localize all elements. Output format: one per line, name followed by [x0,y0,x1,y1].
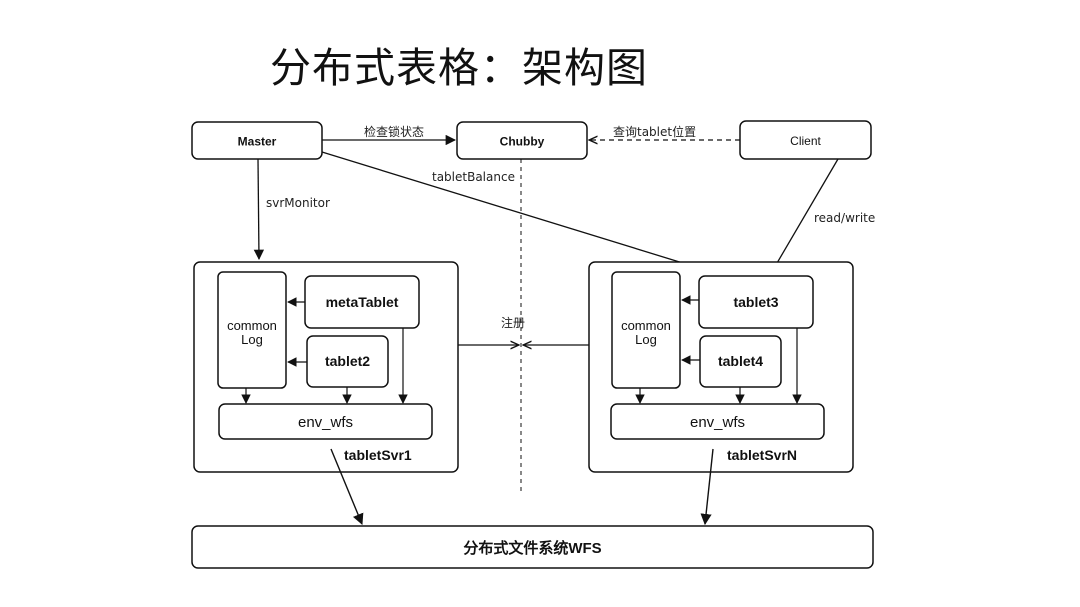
edge-svrn-wfs [700,448,714,526]
edge-label-query-location: 查询tablet位置 [613,124,696,139]
tablet-svr-1-label: tabletSvr1 [344,447,412,463]
edge-label-svr-monitor: svrMonitor [266,196,330,210]
wfs-label: 分布式文件系统WFS [463,539,601,557]
meta-tablet-label: metaTablet [326,294,399,310]
chubby-node [456,121,588,160]
edge-label-register: 注册 [501,315,525,330]
tablet3-label: tablet3 [733,294,778,310]
tablet2-label: tablet2 [325,353,370,369]
tablet3-node [698,275,814,329]
common-log-2-label-line2: Log [635,332,657,347]
client-label: Client [790,134,821,148]
env-wfs-2-node [610,403,825,440]
common-log-2-label-line1: common [621,318,671,333]
tablet-svr-n-label: tabletSvrN [727,447,797,463]
master-label: Master [238,135,277,149]
common-log-1-label-line1: common [227,318,277,333]
edge-svr1-wfs [330,448,364,526]
tablet4-label: tablet4 [718,353,763,369]
common-log-2-node [611,271,681,389]
edge-client-tablet3 [769,158,839,276]
chubby-label: Chubby [500,135,545,149]
page-title: 分布式表格：架构图 [270,44,648,92]
common-log-1-node [217,271,287,389]
wfs-node [191,525,874,569]
env-wfs-1-node [218,403,433,440]
edge-master-tablet3 [321,151,726,279]
edge-label-read-write: read/write [814,211,875,225]
edge-label-check-lock: 检查锁状态 [364,124,424,139]
env-wfs-2-label: env_wfs [690,414,745,431]
edge-master-svr1 [253,158,265,261]
env-wfs-1-label: env_wfs [298,414,353,431]
common-log-1-label-line2: Log [241,332,263,347]
edge-label-tablet-balance: tabletBalance [432,170,515,184]
